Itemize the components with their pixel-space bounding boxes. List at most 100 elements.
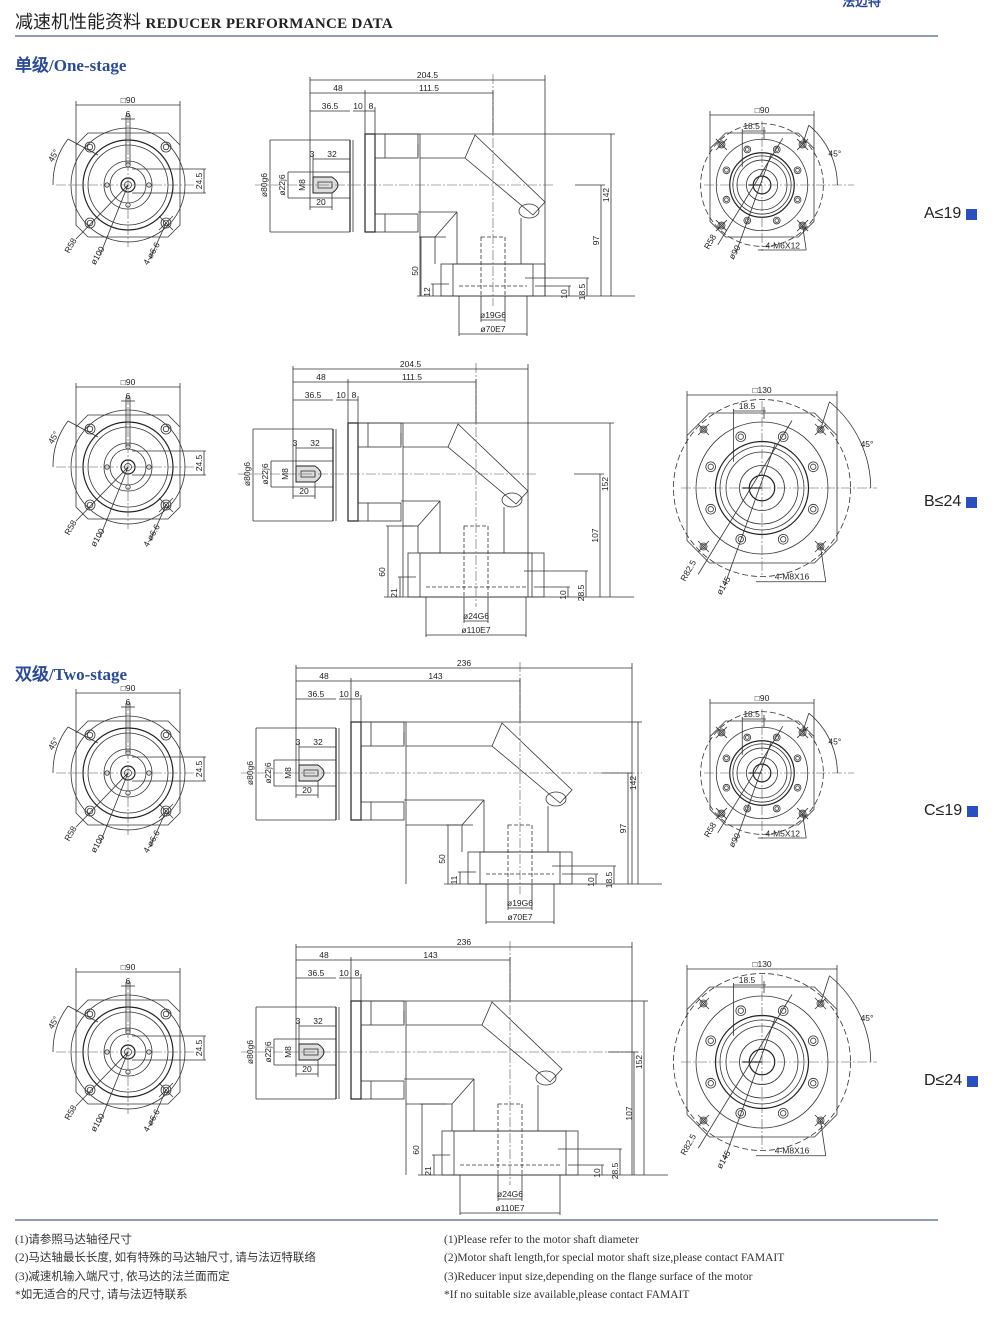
dimension-label: 12	[422, 287, 432, 297]
square-marker-icon	[967, 1075, 979, 1087]
bolt-hole-inner	[86, 731, 94, 739]
dimension-label: ø19G6	[480, 310, 506, 320]
bolt-hole-inner	[86, 1010, 94, 1018]
bolt-hole	[793, 754, 802, 763]
dimension-label: 4-ø6.6	[141, 240, 162, 267]
arm-end	[535, 1070, 557, 1086]
bolt-hole	[84, 729, 96, 741]
dimension-label: 8	[355, 968, 360, 978]
dimension-label: 6	[126, 976, 131, 986]
bolt-hole-inner	[707, 1080, 714, 1087]
dimension-label: □130	[752, 385, 772, 395]
bolt-hole	[717, 221, 726, 230]
bolt-hole-inner	[707, 1037, 714, 1044]
line	[735, 153, 772, 253]
arm-end	[545, 791, 567, 807]
line	[451, 1078, 475, 1105]
dimension-label: 20	[299, 486, 309, 496]
bolt-hole-inner	[780, 1110, 787, 1117]
dimension-label: 45°	[46, 735, 61, 751]
outline-rect	[374, 133, 419, 159]
bolt-hole-inner	[780, 536, 787, 543]
dimension-label: 32	[313, 737, 323, 747]
note-en: (1)Please refer to the motor shaft diame…	[444, 1234, 639, 1246]
dimension-label: 142	[628, 776, 638, 790]
flange-outline	[75, 132, 181, 238]
dimension-label: ø70E7	[480, 324, 505, 334]
dimension-label: 4-M8X16	[775, 1146, 810, 1156]
bolt-hole-inner	[800, 730, 805, 735]
bolt-hole	[816, 1116, 825, 1125]
dimension-label: 36.5	[308, 689, 325, 699]
dimension-label: 18.5	[577, 283, 587, 300]
flange-outline	[75, 999, 181, 1105]
bolt-hole-inner	[774, 218, 779, 223]
dimension-label: 45°	[861, 439, 874, 449]
dimension-label: 3	[293, 438, 298, 448]
dimension-label: 50	[410, 266, 420, 276]
bolt-hole	[705, 461, 717, 473]
dimension-label: 107	[624, 1106, 634, 1120]
dimension-label: 50	[437, 854, 447, 864]
bolt-hole-inner	[745, 218, 750, 223]
dimension-label: ø22j6	[277, 174, 287, 196]
dimension-label: 45°	[828, 736, 841, 746]
dimension-label: 21	[389, 588, 399, 598]
line	[149, 1089, 167, 1127]
section-title-one-stage: 单级/One-stage	[15, 56, 127, 75]
dimension-label: 10	[339, 968, 349, 978]
bolt-hole	[160, 1084, 172, 1096]
line	[99, 466, 129, 538]
bolt-hole	[160, 217, 172, 229]
bolt-hole	[699, 999, 708, 1008]
bolt-hole-inner	[162, 807, 170, 815]
size-limit-label: A≤19	[924, 205, 962, 222]
small-hole	[146, 464, 152, 470]
dimension-label: 24.5	[194, 1039, 204, 1056]
dimension-label: ø80g6	[242, 462, 252, 486]
line	[802, 713, 810, 733]
bolt-hole-inner	[818, 1001, 823, 1006]
dimension-label: 20	[316, 197, 326, 207]
dimension-label: 24.5	[194, 760, 204, 777]
bolt-hole	[798, 221, 807, 230]
flange-outline	[75, 720, 181, 826]
bolt-hole-inner	[701, 544, 706, 549]
bolt-hole	[743, 804, 752, 813]
bolt-hole-inner	[810, 506, 817, 513]
line	[75, 466, 129, 522]
dimension-label: 6	[126, 697, 131, 707]
bolt-hole	[722, 195, 731, 204]
line	[75, 184, 129, 240]
bolt-hole-inner	[745, 735, 750, 740]
line	[75, 772, 129, 828]
dimension-label: 4-ø6.6	[141, 1107, 162, 1134]
outline-rect	[360, 1000, 405, 1026]
line	[802, 225, 807, 251]
dimension-label: 20	[302, 1064, 312, 1074]
angle-arc	[829, 401, 872, 489]
bolt-hole	[160, 499, 172, 511]
dimension-label: 6	[126, 109, 131, 119]
angled-arm	[481, 1001, 563, 1083]
dimension-label: 10	[559, 289, 569, 299]
arm-end	[501, 492, 523, 508]
size-limit-d: D≤24	[924, 1072, 979, 1090]
line	[417, 500, 441, 527]
bolt-hole	[717, 809, 726, 818]
bolt-hole	[807, 1077, 819, 1089]
bolt-hole	[743, 733, 752, 742]
bolt-hole-inner	[701, 427, 706, 432]
dimension-label: □130	[752, 959, 772, 969]
line	[715, 726, 728, 739]
dimension-label: 10	[592, 1168, 602, 1178]
bolt-hole	[798, 809, 807, 818]
bolt-hole-inner	[719, 811, 724, 816]
flange-outline	[686, 986, 838, 1138]
dimension-label: 45°	[828, 148, 841, 158]
